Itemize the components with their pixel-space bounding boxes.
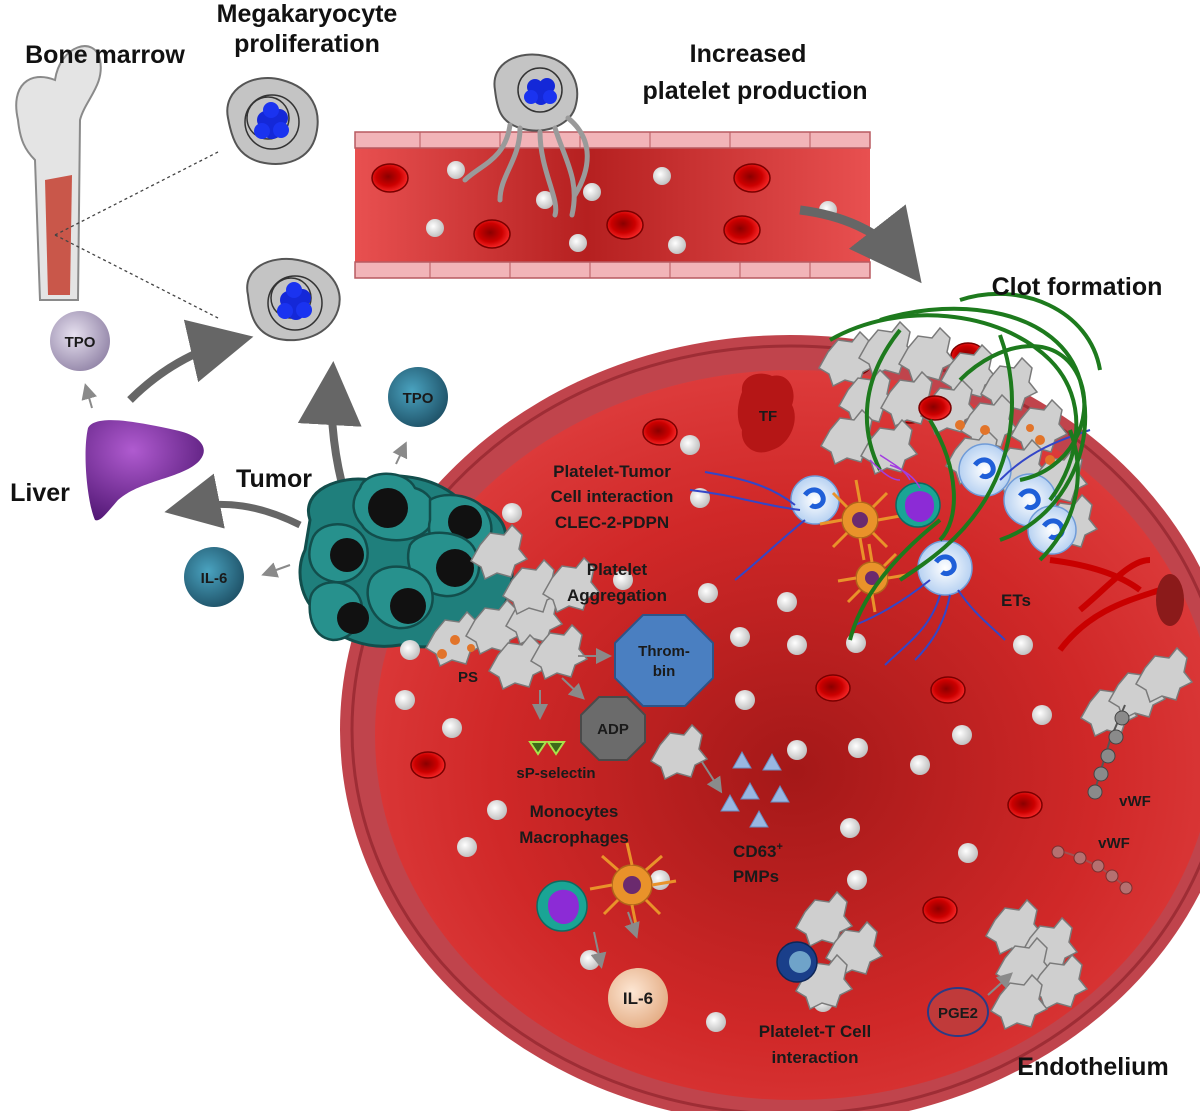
thrombin-label-line2: bin (653, 663, 676, 680)
vwf-chain-lower (1051, 845, 1133, 895)
vwf-chain-upper (1087, 704, 1130, 800)
platelet-aggregate-single (649, 723, 709, 781)
ps-dots (437, 635, 475, 659)
label-pmps: PMPs (733, 867, 779, 886)
pmp-triangles (720, 750, 790, 828)
label-platelet-tumor-1: Platelet-Tumor (553, 462, 671, 481)
arrow-tumor-to-tpo (392, 441, 408, 465)
femur-bone (15, 45, 219, 319)
label-cd63: CD63+ (733, 841, 783, 861)
sp-selectin-shapes (528, 741, 566, 756)
tpo-liver-badge: TPO (50, 311, 110, 371)
il6-tumor-badge: IL-6 (184, 547, 244, 607)
label-platelet-tcell-1: Platelet-T Cell (759, 1022, 871, 1041)
arrow-tumor-to-liver (164, 473, 302, 529)
heading-increased-1: Increased (690, 40, 807, 68)
clot-ps-dots (955, 420, 1055, 465)
tissue-factor: TF (737, 373, 795, 453)
macrophage (589, 842, 677, 926)
adp-badge: ADP (580, 696, 646, 761)
vessel-damage (1049, 557, 1161, 652)
clot-macrophages (819, 479, 907, 613)
vessel-tube (354, 131, 871, 279)
heading-endothelium: Endothelium (1017, 1053, 1168, 1081)
heading-megakaryocyte-1: Megakaryocyte (217, 0, 398, 28)
heading-clot-formation: Clot formation (992, 273, 1163, 301)
megakaryocyte-top (226, 77, 319, 165)
heading-liver: Liver (10, 479, 70, 507)
net-strands-purple (869, 454, 921, 489)
label-platelet-tumor-3: CLEC-2-PDPN (555, 513, 669, 532)
megakaryocyte-bottom (246, 258, 341, 342)
heading-megakaryocyte-2: proliferation (234, 30, 380, 58)
arrow-macro-to-il6 (624, 911, 640, 939)
adp-label: ADP (597, 721, 629, 738)
label-aggregation-2: Aggregation (567, 586, 667, 605)
pge2-badge: PGE2 (927, 987, 989, 1037)
zoom-line-top (54, 151, 219, 236)
free-platelets (395, 435, 1052, 1032)
liver-organ (85, 420, 204, 521)
tpo-tumor-badge: TPO (388, 367, 448, 427)
monocyte (536, 880, 588, 932)
marrow-cavity (45, 175, 72, 295)
label-cd63-sup: + (777, 841, 783, 853)
arrow-tumor-to-il6 (261, 562, 291, 578)
arrow-to-adp (561, 677, 585, 700)
il6-tumor-label: IL-6 (201, 570, 228, 587)
arrow-liver-to-tpo (81, 383, 97, 409)
thrombin-badge: Throm- bin (614, 614, 714, 707)
label-aggregation-1: Platelet (587, 560, 648, 579)
arrow-tumor-to-mk (297, 361, 362, 497)
label-platelet-tcell-2: interaction (772, 1048, 859, 1067)
label-vwf-upper: vWF (1119, 793, 1151, 810)
il6-bottom-badge: IL-6 (608, 968, 668, 1028)
label-ets: ETs (1001, 591, 1031, 610)
zoom-line-bottom (54, 234, 219, 319)
t-cell (776, 941, 818, 983)
label-sp-selectin: sP-selectin (516, 765, 595, 782)
label-ps: PS (458, 669, 478, 686)
arrow-to-clot (799, 204, 922, 284)
heading-increased-2: platelet production (643, 77, 868, 105)
clot-monocyte-nucleus (905, 491, 935, 523)
arrow-mono-to-il6 (590, 931, 607, 969)
arrow-pge2 (987, 972, 1013, 996)
label-macrophages: Macrophages (519, 828, 629, 847)
platelet-aggregate-tcell (794, 890, 884, 1011)
heading-bone-marrow: Bone marrow (25, 41, 185, 69)
pge2-label: PGE2 (938, 1005, 978, 1022)
label-monocytes: Monocytes (530, 802, 619, 821)
arrow-to-pmps (701, 761, 723, 794)
tumor-mass (298, 472, 514, 649)
tf-label: TF (759, 408, 777, 425)
il6-bottom-label: IL-6 (623, 989, 653, 1008)
thrombin-label-line1: Throm- (638, 643, 690, 660)
label-platelet-tumor-2: Cell interaction (551, 487, 674, 506)
label-vwf-lower: vWF (1098, 835, 1130, 852)
vessel-lesion (1156, 574, 1184, 626)
label-cd63-base: CD63 (733, 842, 776, 861)
tpo-liver-label: TPO (65, 334, 96, 351)
heading-tumor: Tumor (236, 465, 312, 493)
tpo-tumor-label: TPO (403, 390, 434, 407)
arrow-liver-to-mk (127, 319, 254, 403)
fibrin-mesh (829, 291, 1102, 641)
clot (689, 291, 1102, 666)
megakaryocyte-proplatelet (462, 53, 590, 218)
